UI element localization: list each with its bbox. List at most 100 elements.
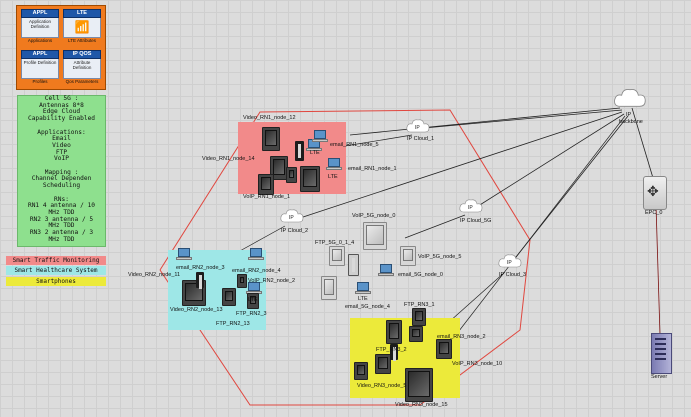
ip-cloud-icon[interactable]: IP	[405, 118, 431, 134]
lte-attributes-body: 📶	[63, 18, 101, 38]
label-voip-rn2-2: VoIP_RN2_node_2	[248, 278, 296, 284]
label-lte-rn2: LTE	[248, 297, 258, 303]
info-line: MHz TDD	[48, 222, 75, 230]
ip-cloud-icon[interactable]: IP	[497, 253, 523, 269]
legend-smart-healthcare: Smart Healthcare System	[6, 266, 106, 275]
phone-device[interactable]	[409, 326, 423, 342]
epc-router-icon[interactable]	[643, 176, 667, 210]
info-line: MHz TDD	[48, 208, 75, 216]
label-epc: EPC_0	[645, 210, 663, 216]
relay-tower-icon[interactable]	[390, 344, 398, 361]
info-line: Capability Enabled	[27, 115, 96, 123]
info-line: Applications:	[37, 128, 86, 136]
label-email-5g-4: email_5G_node_4	[345, 304, 390, 310]
profiles-config-body: Profile Definition	[21, 59, 59, 79]
tablet-device[interactable]	[400, 246, 416, 266]
link-backbone-epc	[631, 107, 654, 179]
label-video-rn1-14: Video_RN1_node_14	[202, 156, 255, 162]
info-line: Channel Dependen	[31, 175, 92, 183]
qos-parameters-caption: Qos Parameters	[65, 79, 99, 84]
ring-link	[159, 109, 531, 406]
label-email-5g-0: email_5G_node_0	[398, 272, 443, 278]
tablet-device[interactable]	[363, 222, 387, 250]
ip-cloud-1-text: IP	[415, 125, 420, 131]
profiles-config-head: APPL	[21, 50, 59, 59]
backbone-cloud-icon[interactable]	[612, 86, 648, 110]
phone-device[interactable]	[354, 362, 368, 380]
laptop-icon[interactable]	[176, 248, 192, 261]
lte-attributes-caption: LTE Attributes	[68, 38, 96, 43]
phone-device[interactable]	[286, 167, 297, 183]
applications-config-caption: Applications	[27, 38, 53, 43]
relay-tower-icon[interactable]	[295, 141, 304, 161]
link-cloud5g-backbone	[474, 113, 625, 209]
label-video-rn1-12: Video_RN1_node_12	[243, 115, 296, 121]
info-line: Mapping :	[44, 168, 79, 176]
link-cloud1-backbone	[423, 109, 623, 129]
tablet-device[interactable]	[405, 368, 433, 402]
qos-parameters-config[interactable]: IP QOS Attribute Definition Qos Paramete…	[63, 50, 101, 84]
label-voip-rn3-10: VoIP_RN3_node_10	[452, 361, 503, 367]
server-icon[interactable]	[651, 333, 672, 374]
tablet-device[interactable]	[329, 246, 345, 266]
link-backbone-rn3	[451, 115, 626, 341]
tablet-device[interactable]	[375, 354, 391, 374]
qos-parameters-head: IP QOS	[63, 50, 101, 59]
info-line: Cell 5G :	[44, 95, 79, 102]
relay-tower-icon[interactable]	[196, 272, 204, 289]
lte-attributes-head: LTE	[63, 9, 101, 18]
label-email-rn3-2: email_RN3_node_2	[437, 334, 486, 340]
label-email-rn1-5: email_RN1_node_5	[330, 142, 379, 148]
info-line: RN1 4 antenna / 10	[27, 202, 96, 210]
label-ip-cloud-1: IP Cloud_1	[407, 136, 435, 142]
label-lte-rn1b: LTE	[328, 174, 338, 180]
tablet-device[interactable]	[262, 127, 280, 151]
5g-tower-icon[interactable]	[348, 254, 359, 276]
tablet-device[interactable]	[321, 276, 337, 300]
label-email-rn2-3: email_RN2_node_3	[176, 265, 225, 271]
applications-config[interactable]: APPL Application Definition Applications	[21, 9, 59, 43]
phone-device[interactable]	[247, 293, 259, 309]
info-line: RN3 2 antenna / 3	[29, 229, 94, 237]
link-cloud2-rn2	[237, 225, 286, 253]
laptop-icon[interactable]	[326, 158, 342, 171]
ip-cloud-5g-text: IP	[468, 205, 473, 211]
label-email-rn1-1: email_RN1_node_1	[348, 166, 397, 172]
label-video-rn3-15: Video_RN3_node_15	[395, 402, 448, 408]
info-line: RNs:	[54, 195, 69, 203]
phone-device[interactable]	[436, 339, 452, 359]
label-server: Server	[651, 374, 668, 380]
info-line: Edge Cloud	[42, 108, 81, 116]
label-lte-rn1: LTE	[310, 150, 320, 156]
qos-parameters-body: Attribute Definition	[63, 59, 101, 79]
link-cloud5g-5g	[404, 214, 466, 239]
profiles-config-caption: Profiles	[32, 79, 48, 84]
laptop-icon[interactable]	[312, 130, 328, 143]
laptop-icon[interactable]	[378, 264, 394, 277]
label-ftp-rn2-13: FTP_RN2_13	[216, 321, 250, 327]
profiles-config[interactable]: APPL Profile Definition Profiles	[21, 50, 59, 84]
laptop-icon[interactable]	[248, 248, 264, 261]
label-backbone: backbone	[619, 119, 643, 125]
tablet-device[interactable]	[300, 166, 320, 192]
info-line: Video	[52, 141, 71, 149]
laptop-icon[interactable]	[355, 282, 371, 295]
phone-device[interactable]	[412, 308, 426, 326]
lte-attributes-config[interactable]: LTE 📶 LTE Attributes	[63, 9, 101, 43]
tablet-device[interactable]	[222, 288, 236, 306]
legend-smartphones: Smartphones	[6, 277, 106, 286]
info-line: Scheduling	[42, 182, 81, 190]
label-ftp-5g-014: FTP_5G_0_1_4	[315, 240, 355, 246]
ip-cloud-icon[interactable]: IP	[458, 198, 484, 214]
link-epc-server	[655, 204, 661, 336]
tablet-device[interactable]	[258, 174, 274, 195]
label-ip-cloud-3: IP Cloud_3	[499, 272, 527, 278]
label-ftp-rn3-1: FTP_RN3_1	[404, 302, 435, 308]
tablet-device[interactable]	[386, 320, 402, 344]
info-line: VoIP	[54, 155, 69, 163]
label-ip-backbone: IP	[626, 112, 632, 118]
ip-cloud-icon[interactable]: IP	[279, 208, 305, 224]
phone-device[interactable]	[237, 274, 247, 288]
